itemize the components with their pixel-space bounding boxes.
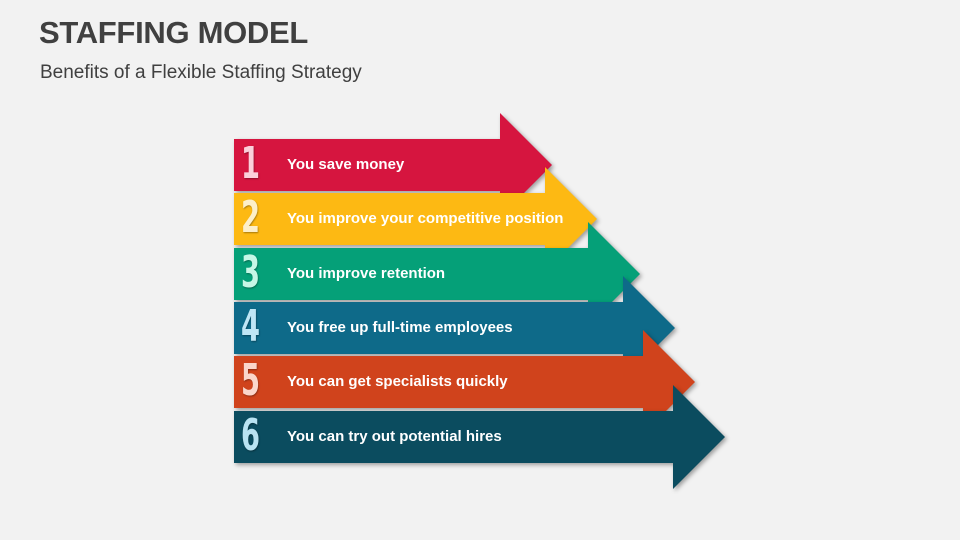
step-label: You free up full-time employees — [287, 319, 513, 336]
step-number: 4 — [241, 301, 260, 352]
step-number: 2 — [241, 192, 260, 243]
step-label: You save money — [287, 156, 405, 173]
step-label: You can get specialists quickly — [287, 373, 508, 390]
step-number: 5 — [241, 355, 260, 406]
step-label: You improve retention — [287, 265, 446, 282]
step-label: You can try out potential hires — [287, 428, 502, 445]
step-number: 1 — [241, 138, 260, 189]
slide-title: STAFFING MODEL — [39, 15, 309, 50]
step-label: You improve your competitive position — [287, 210, 564, 227]
step-number: 6 — [241, 410, 260, 461]
step-number: 3 — [241, 247, 260, 298]
slide-subtitle: Benefits of a Flexible Staffing Strategy — [40, 62, 362, 83]
